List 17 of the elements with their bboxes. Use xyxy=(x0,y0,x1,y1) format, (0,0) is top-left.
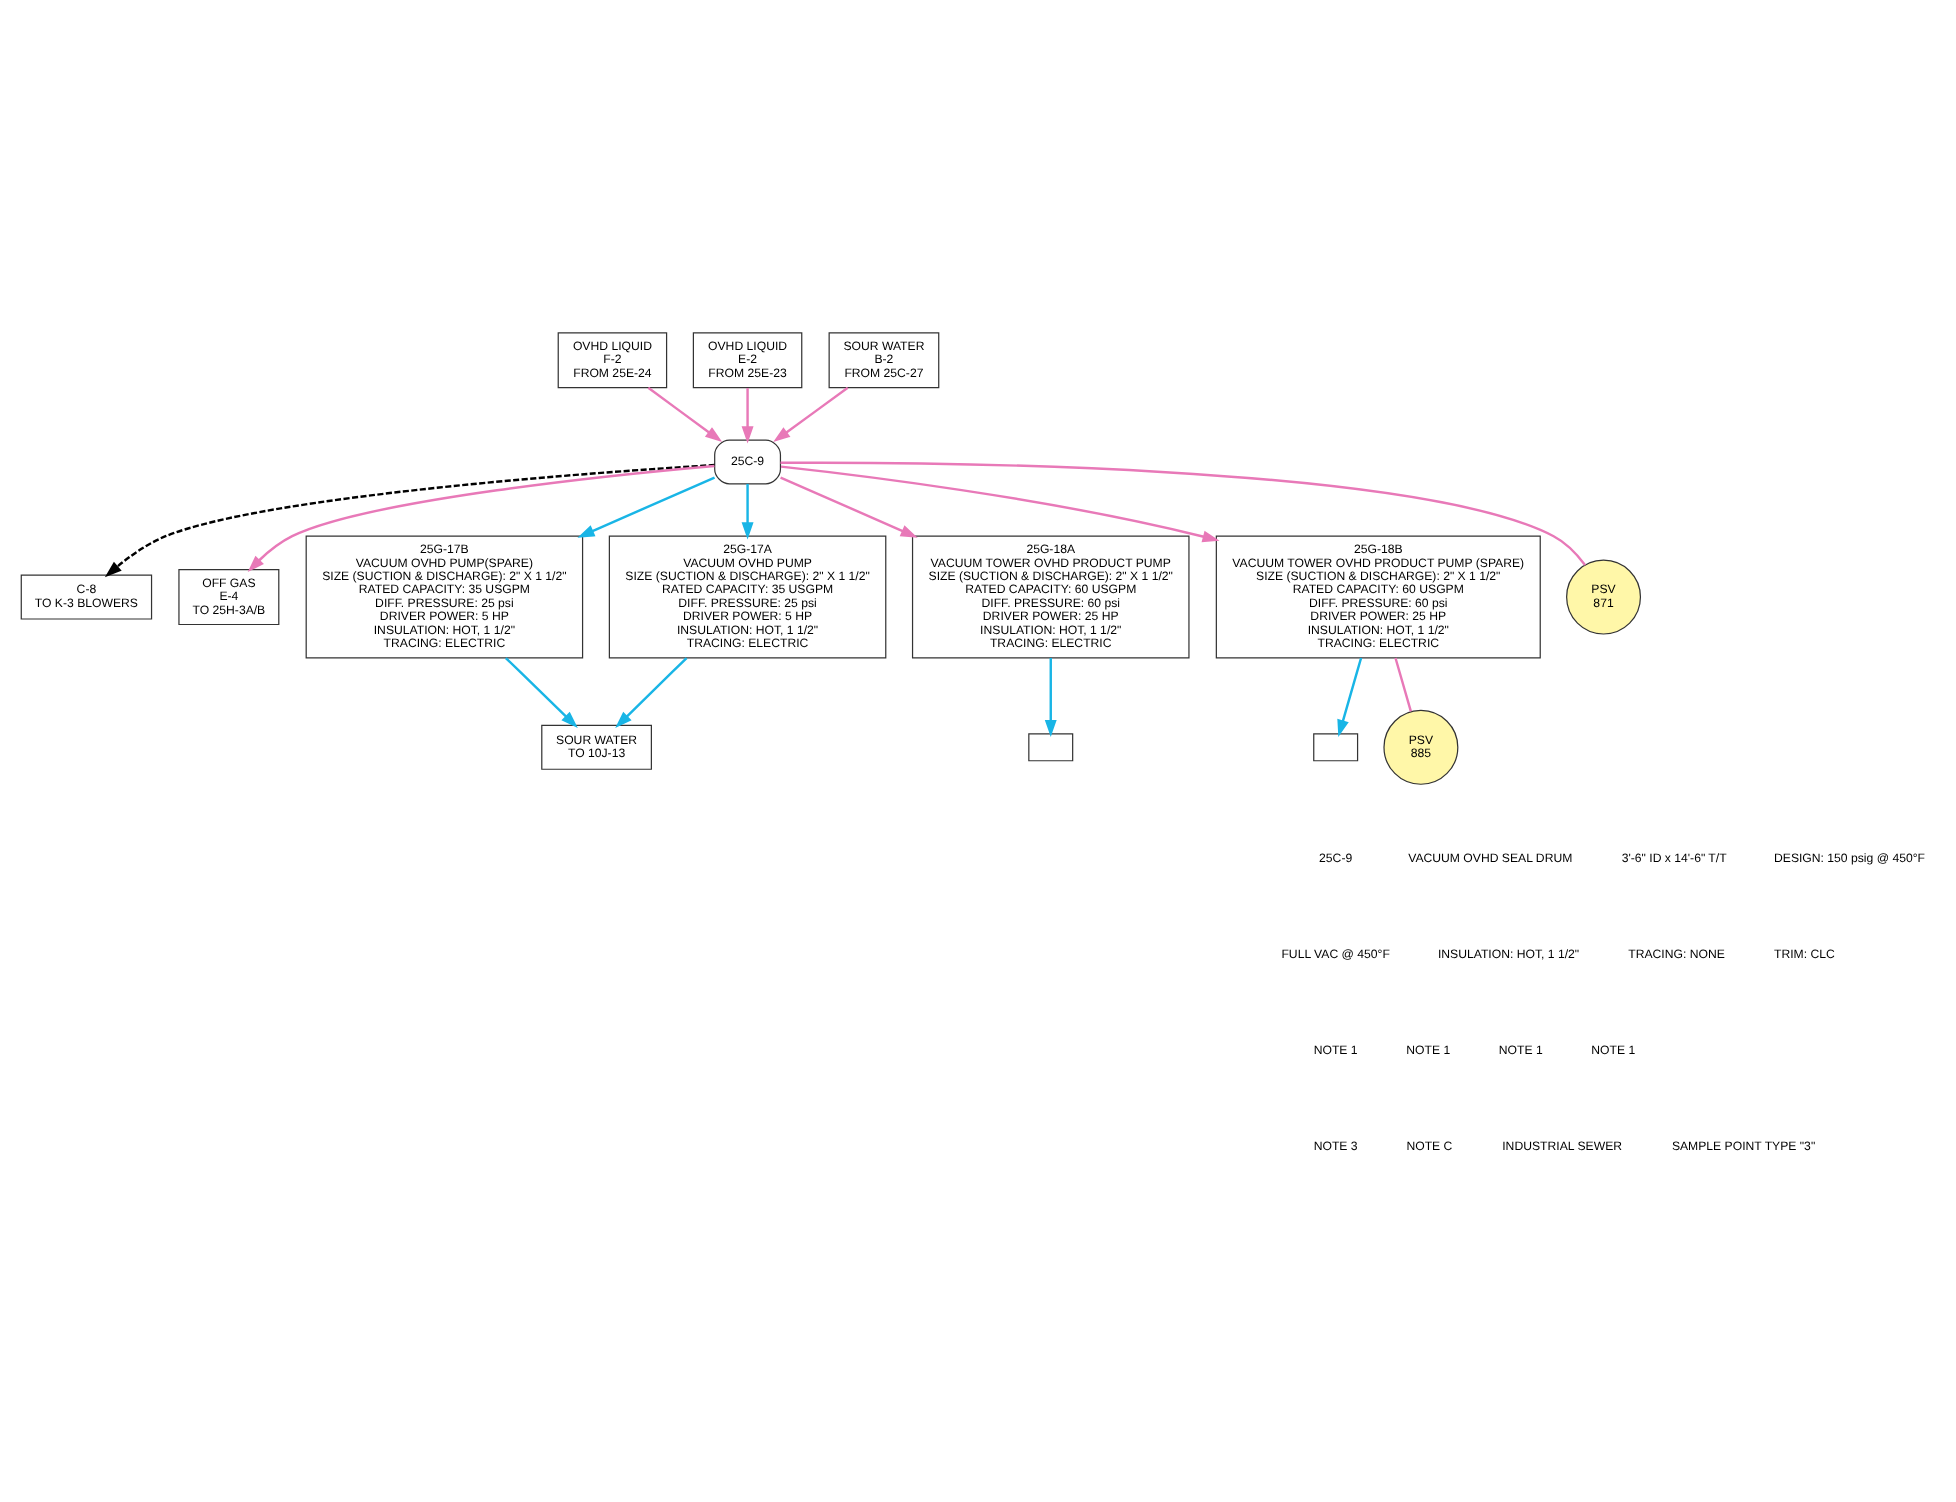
arrow xyxy=(505,657,578,728)
node-box xyxy=(1313,733,1359,762)
arrow xyxy=(741,483,754,540)
arrow xyxy=(773,386,849,443)
arrow xyxy=(780,465,1220,543)
connector xyxy=(1394,657,1413,712)
arrow xyxy=(741,388,754,444)
arrow xyxy=(1337,657,1363,737)
arrow xyxy=(577,476,716,538)
arrow xyxy=(615,657,688,728)
node-box xyxy=(1028,733,1074,762)
arrow xyxy=(647,386,723,443)
arrow xyxy=(780,476,918,538)
connector xyxy=(780,461,1586,566)
arrow xyxy=(104,463,715,578)
arrow xyxy=(1044,658,1057,738)
arrow xyxy=(247,464,715,573)
